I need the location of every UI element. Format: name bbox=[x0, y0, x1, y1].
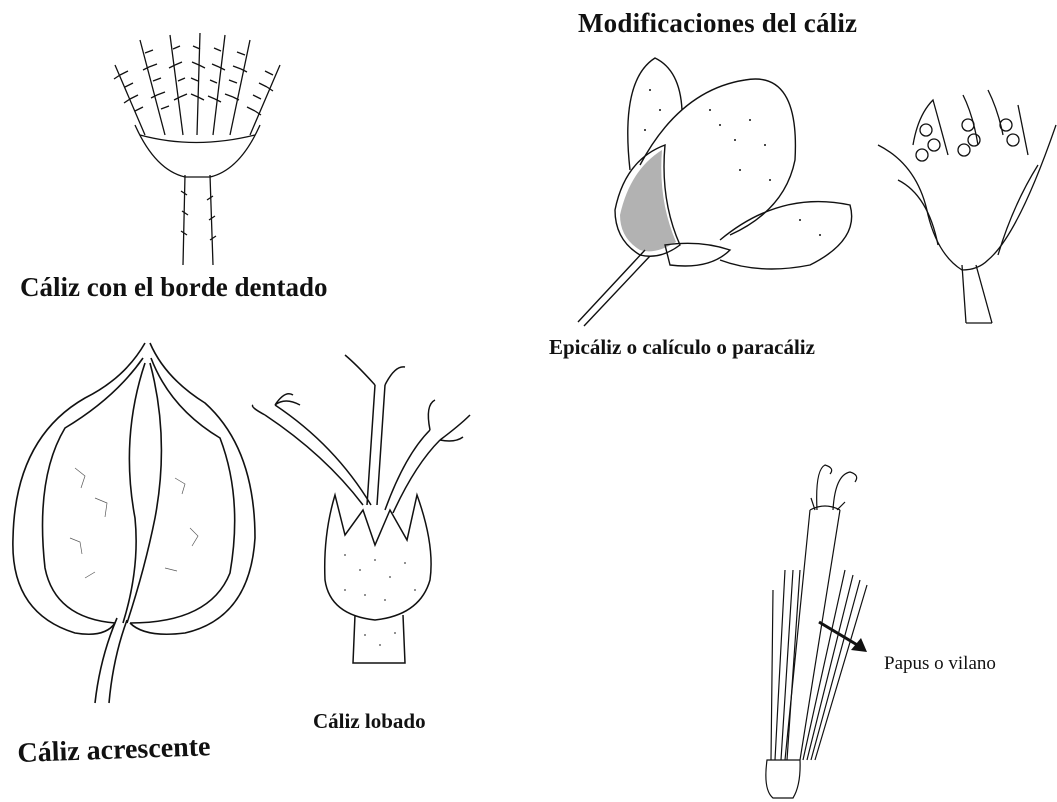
accrescent-calyx-illustration bbox=[5, 338, 260, 708]
label-epicalyx: Epicáliz o calículo o paracáliz bbox=[549, 337, 815, 358]
label-dentate-calyx: Cáliz con el borde dentado bbox=[20, 274, 328, 301]
epicalyx-flower-illustration bbox=[570, 50, 870, 330]
label-accrescent-calyx: Cáliz acrescente bbox=[17, 733, 211, 768]
pappus-arrow-icon bbox=[815, 618, 875, 658]
epicalyx-bud-illustration bbox=[878, 85, 1056, 327]
lobed-calyx-illustration bbox=[245, 345, 475, 665]
label-lobed-calyx: Cáliz lobado bbox=[313, 711, 426, 732]
dentate-calyx-illustration bbox=[95, 25, 300, 270]
label-pappus: Papus o vilano bbox=[884, 654, 996, 673]
diagram-title: Modificaciones del cáliz bbox=[578, 10, 857, 37]
